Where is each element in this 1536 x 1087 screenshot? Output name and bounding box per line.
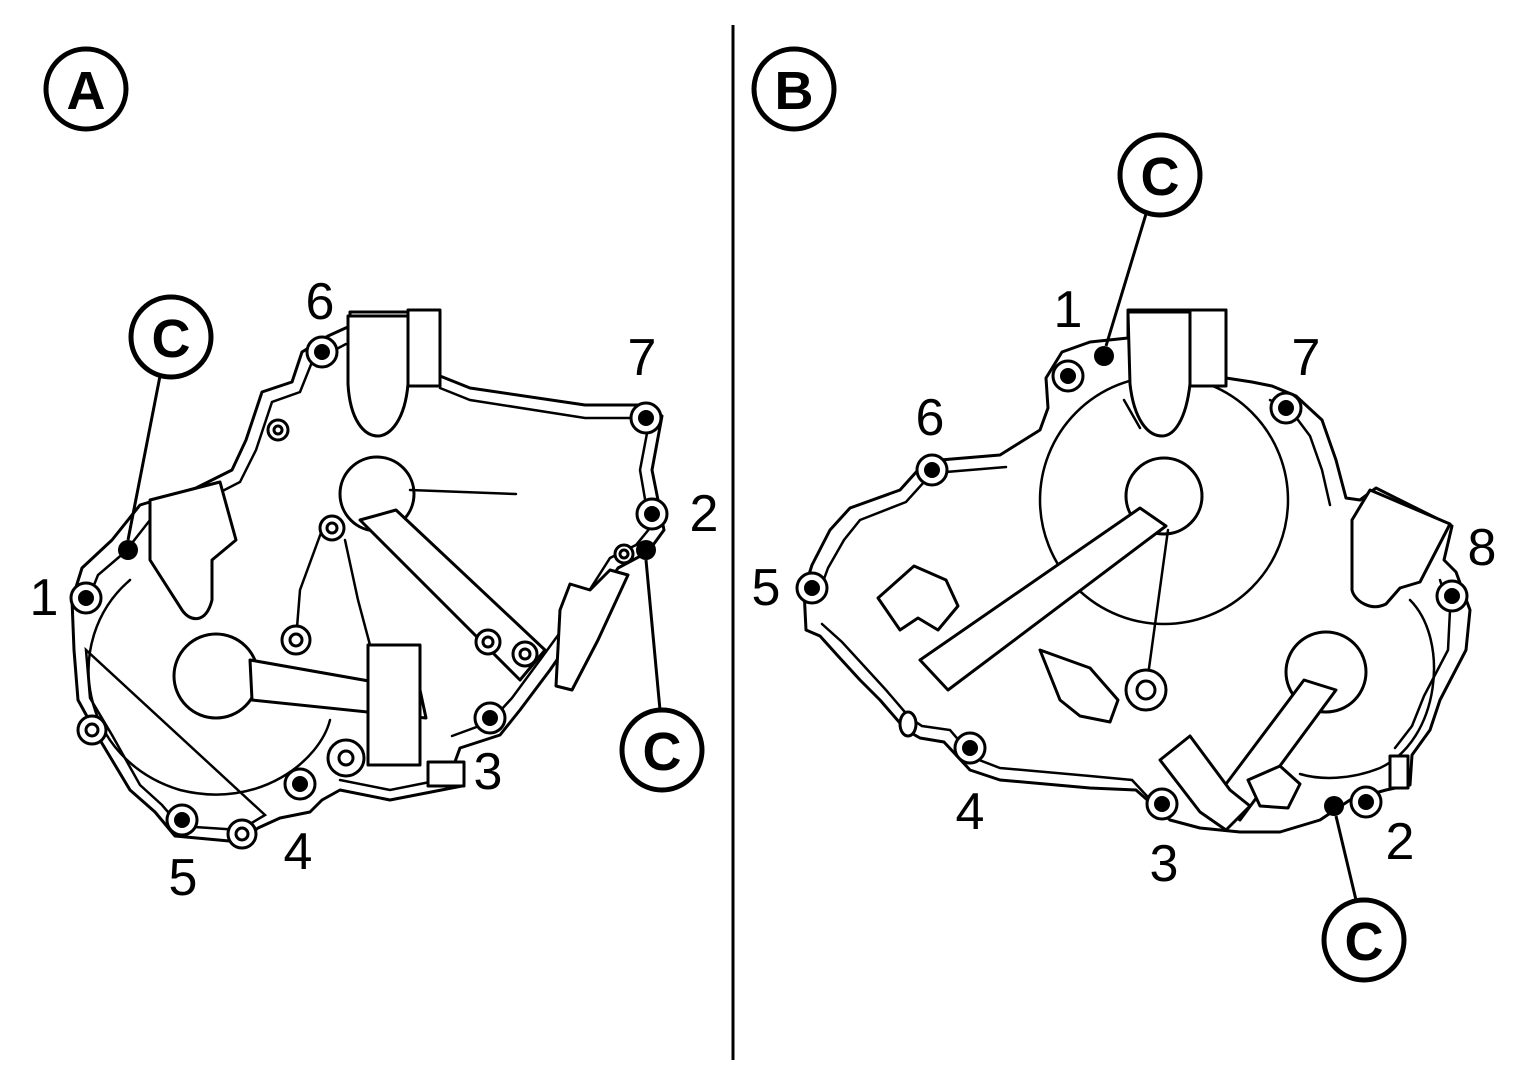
panel-b-bracket-left xyxy=(876,564,960,632)
panel-b-bracket-mid xyxy=(1038,648,1120,724)
panel-b-sealant-callout-top-text: C xyxy=(1141,147,1180,207)
panel-a-tag-text: A xyxy=(67,61,106,121)
panel-a-pivots xyxy=(76,418,635,850)
panel-a-left-fin xyxy=(148,480,238,620)
panel-b-tag: B xyxy=(751,46,837,132)
panel-b-foot-tab xyxy=(1388,754,1410,790)
panel-b-lever-left xyxy=(918,506,1168,692)
panel-a-top-chute xyxy=(346,314,410,438)
panel-a-tag: A xyxy=(43,46,129,132)
panel-b-sealant-callout-top: C xyxy=(1117,132,1203,218)
panel-a-label-3: 3 xyxy=(474,743,503,801)
panel-b-tag-text: B xyxy=(775,61,814,121)
panel-b-top-chute xyxy=(1126,310,1192,438)
panel-a-bolt-1 xyxy=(69,581,103,615)
panel-a-label-5: 5 xyxy=(169,849,198,907)
panel-a-right-bracket xyxy=(554,568,630,692)
panel-a-bolt-3 xyxy=(473,701,507,735)
panel-a-sealant-leader-left xyxy=(126,375,162,541)
panel-a-cover-inner-edge xyxy=(84,342,652,832)
panel-b-cover-inner-edge xyxy=(818,398,1452,812)
panel-b-label-7: 7 xyxy=(1292,329,1321,387)
panel-b-bolt-2 xyxy=(1349,785,1383,819)
panel-b-slot xyxy=(898,710,918,738)
panel-b-chute-tick xyxy=(1122,398,1142,430)
panel-a-top-chute-side xyxy=(406,308,442,388)
panel-a-label-6: 6 xyxy=(306,273,335,331)
panel-a-label-1: 1 xyxy=(30,569,59,627)
panel-a-label-4: 4 xyxy=(284,823,313,881)
panel-b-bracket-lower xyxy=(1158,734,1252,832)
panel-b-label-5: 5 xyxy=(752,559,781,617)
panel-b-bolt-5 xyxy=(795,571,829,605)
panel-a-bolt-7 xyxy=(629,401,663,435)
panel-a-sealant-leader-right xyxy=(644,559,662,711)
panel-a-sealant-callout-left: C xyxy=(128,294,214,380)
panel-b-bolt-6 xyxy=(915,453,949,487)
panel-b-pivots xyxy=(1124,668,1168,712)
panel-b-bolt-3 xyxy=(1145,787,1179,821)
panel-a-sealant-dot-right xyxy=(636,540,656,560)
panel-b-sealant-dot-bottom xyxy=(1324,796,1344,816)
panel-b-sealant-dot-top xyxy=(1094,346,1114,366)
panel-b-sealant-leader-top xyxy=(1104,213,1148,347)
panel-a-sealant-callout-right-text: C xyxy=(643,722,682,782)
panel-b-label-1: 1 xyxy=(1054,281,1083,339)
panel-a-bolt-6 xyxy=(305,335,339,369)
panel-b-right-fin xyxy=(1350,488,1452,609)
panel-b: B xyxy=(751,46,1497,983)
panel-a-bolts xyxy=(69,335,669,837)
panel-a-rotor-arc xyxy=(87,578,332,796)
panel-a-foot-tab xyxy=(426,760,466,788)
panel-a-center-rod xyxy=(408,488,518,496)
panel-b-bolt-7 xyxy=(1269,391,1303,425)
panel-a-label-7: 7 xyxy=(628,329,657,387)
panel-b-bolt-8 xyxy=(1435,579,1469,613)
panel-b-bracket-lower-right xyxy=(1246,764,1302,810)
panel-b-label-4: 4 xyxy=(956,783,985,841)
panel-a-bolt-2 xyxy=(635,497,669,531)
panel-a-linkage-left xyxy=(294,528,372,647)
panel-a-block-center xyxy=(366,643,422,767)
panel-a-bolt-5 xyxy=(165,803,199,837)
panel-b-bolts xyxy=(795,359,1469,821)
panel-b-cover-outline xyxy=(802,308,1472,834)
panel-b-label-6: 6 xyxy=(916,389,945,447)
panel-a: A xyxy=(30,46,719,907)
panel-b-top-chute-side xyxy=(1188,308,1228,388)
panel-b-sealant-callout-bottom: C xyxy=(1321,897,1407,983)
panel-a-bolt-4 xyxy=(283,767,317,801)
panel-b-sealant-leader-bottom xyxy=(1334,815,1358,901)
panel-b-bolt-1 xyxy=(1051,359,1085,393)
panel-b-sealant-callout-bottom-text: C xyxy=(1345,912,1384,972)
panel-a-sealant-callout-left-text: C xyxy=(152,309,191,369)
panel-a-left-shaft xyxy=(172,632,260,720)
panel-a-sealant-dot-left xyxy=(118,540,138,560)
panel-b-lever-right xyxy=(1212,678,1338,822)
panel-b-bolt-4 xyxy=(953,731,987,765)
panel-b-label-2: 2 xyxy=(1386,813,1415,871)
panel-a-sealant-callout-right: C xyxy=(619,707,705,793)
panel-b-center-rod xyxy=(1144,528,1170,692)
panel-a-label-2: 2 xyxy=(690,485,719,543)
panel-b-label-8: 8 xyxy=(1468,519,1497,577)
panel-b-label-3: 3 xyxy=(1150,835,1179,893)
